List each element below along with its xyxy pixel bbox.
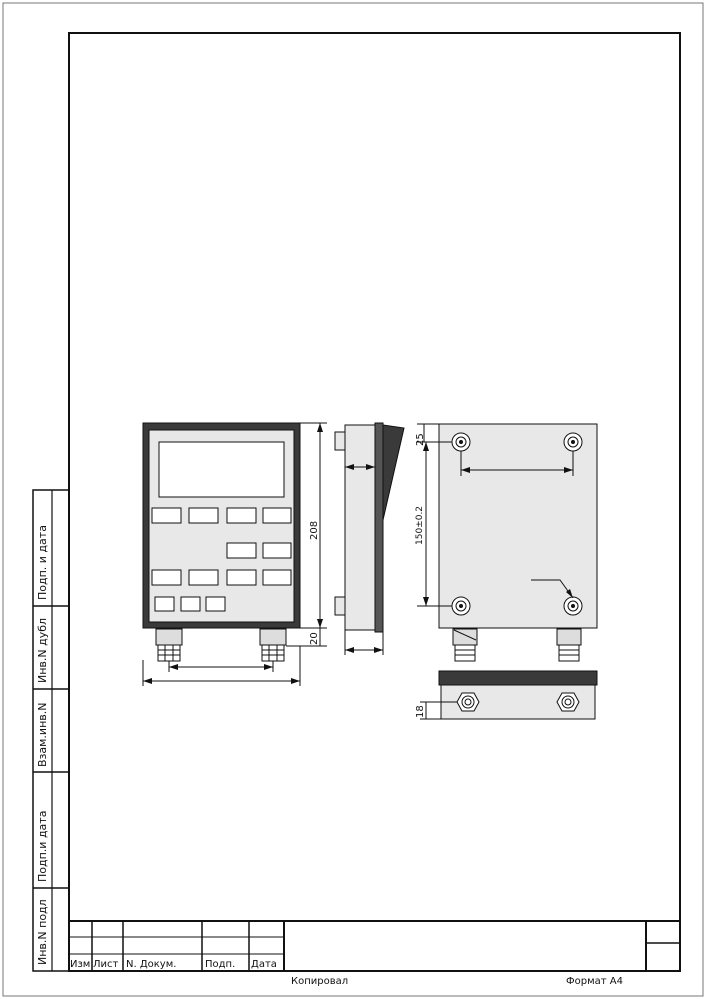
- stamp-podp-data-top: Подп. и дата: [36, 525, 49, 600]
- title-data: Дата: [251, 959, 277, 970]
- rear-dim-arrows: [423, 442, 573, 606]
- mount-hole-br: [563, 596, 583, 616]
- dim-hole-25: 25: [415, 433, 426, 446]
- button-row-4: [154, 596, 226, 612]
- title-izm: Изм: [70, 959, 90, 970]
- title-list: Лист: [93, 959, 119, 970]
- bottom-gland-left: [456, 692, 480, 712]
- side-lug-top: [334, 431, 346, 451]
- mount-hole-tr: [563, 432, 583, 452]
- title-podp: Подп.: [205, 959, 235, 970]
- mount-hole-bl: [451, 596, 471, 616]
- stamp-inv-dubl: Инв.N дубл: [36, 618, 49, 683]
- title-n-dokum: N. Докум.: [126, 959, 176, 970]
- dim-bottom-20: 20: [309, 632, 320, 645]
- display-screen: [158, 441, 285, 498]
- side-dim-arrows: [345, 464, 383, 653]
- rear-view: 25 150±0.2: [415, 423, 598, 662]
- button-row-3: [151, 569, 292, 586]
- stamp-vzam-inv: Взам.инв.N: [36, 703, 49, 767]
- stamp-inv-podl: Инв.N подл: [36, 899, 49, 965]
- dim-spacing-150: 150±0.2: [415, 506, 425, 545]
- side-stamp-block: Подп. и дата Инв.N дубл Взам.инв.N Подп.…: [32, 489, 70, 972]
- front-gland-left: [155, 628, 183, 662]
- front-gland-right: [259, 628, 287, 662]
- footer-format: Формат А4: [566, 976, 623, 987]
- side-view: [334, 422, 405, 655]
- button-row-1: [151, 507, 292, 524]
- front-dimensions: [142, 422, 327, 686]
- side-lug-bottom: [334, 596, 346, 616]
- side-front-panel: [374, 422, 384, 633]
- title-block: Изм Лист N. Докум. Подп. Дата: [69, 920, 680, 971]
- rear-gland-right: [556, 628, 582, 662]
- dim-height-208: 208: [309, 521, 320, 540]
- front-dim-arrows: [143, 423, 323, 684]
- side-bracket: [382, 424, 405, 521]
- button-row-2: [226, 542, 292, 559]
- rear-gland-left: [452, 628, 478, 662]
- footer-copied: Копировал: [291, 976, 348, 987]
- bottom-dimensions: [420, 701, 457, 720]
- dim-depth-18: 18: [415, 705, 426, 718]
- bottom-gland-right: [556, 692, 580, 712]
- stamp-podp-data-bottom: Подп.и дата: [36, 811, 49, 882]
- bottom-top-plate: [438, 670, 598, 686]
- front-view: 208 20: [142, 422, 327, 686]
- side-body: [344, 424, 377, 631]
- mount-hole-tl: [451, 432, 471, 452]
- bottom-view: 18: [415, 670, 598, 720]
